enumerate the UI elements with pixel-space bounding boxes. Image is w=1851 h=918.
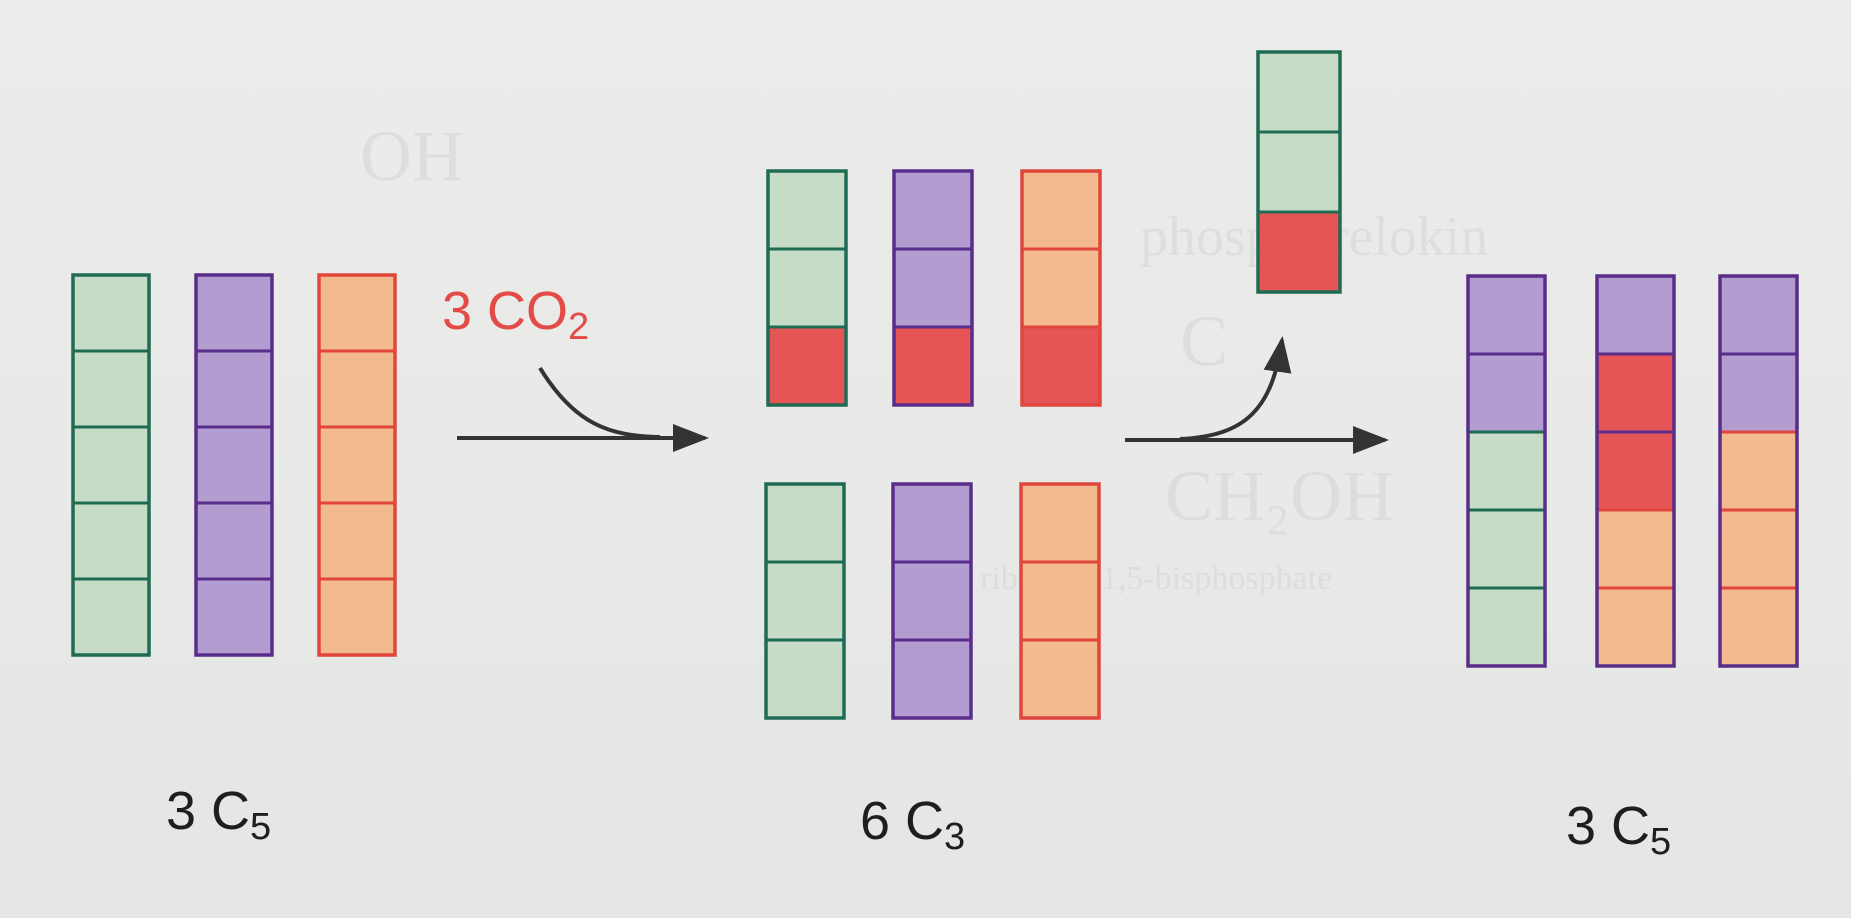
column-frame — [1466, 274, 1547, 668]
carbon-atom-orange — [317, 273, 397, 353]
column-frame — [892, 169, 974, 407]
carbon-atom-purple — [1466, 274, 1547, 356]
carbon-atom-orange — [317, 501, 397, 581]
column-frame — [1595, 274, 1676, 668]
carbon-column-mid-top-green — [766, 169, 848, 407]
carbon-atom-green — [71, 501, 151, 581]
carbon-atom-purple — [194, 577, 274, 657]
carbon-column-left-green — [71, 273, 151, 657]
carbon-atom-purple — [1718, 274, 1799, 356]
column-frame — [764, 482, 846, 720]
carbon-atom-orange — [1019, 638, 1101, 720]
carbon-atom-green — [764, 638, 846, 720]
carbon-atom-green — [71, 349, 151, 429]
carbon-atom-orange — [1718, 430, 1799, 512]
carbon-atom-green — [764, 482, 846, 564]
c3-output-curve — [1179, 336, 1292, 441]
carbon-atom-orange — [1020, 169, 1102, 251]
carbon-atom-orange — [1019, 482, 1101, 564]
carbon-atom-green — [764, 560, 846, 642]
column-frame — [1718, 274, 1799, 668]
carbon-column-mid-top-orange — [1020, 169, 1102, 407]
carbon-column-right-col-1 — [1466, 274, 1547, 668]
carbon-atom-green — [1466, 430, 1547, 512]
carbon-column-mid-bottom-green — [764, 482, 846, 720]
carbon-column-right-col-3 — [1718, 274, 1799, 668]
carbon-atom-purple — [194, 349, 274, 429]
carbon-atom-purple — [891, 482, 973, 564]
column-frame — [766, 169, 848, 407]
carbon-atom-orange — [1718, 508, 1799, 590]
column-frame — [1019, 482, 1101, 720]
carbon-atom-green — [1256, 50, 1342, 134]
background-text: OH — [360, 116, 464, 196]
carbon-atom-purple — [1718, 352, 1799, 434]
co2-label: 3 CO2 — [442, 281, 590, 348]
carbon-atom-orange — [1595, 586, 1676, 668]
carbon-atom-orange — [1019, 560, 1101, 642]
carbon-atom-green — [1256, 130, 1342, 214]
carbon-atom-purple — [194, 273, 274, 353]
carbon-atom-purple — [892, 247, 974, 329]
carbon-atom-red — [1595, 430, 1676, 512]
column-frame — [891, 482, 973, 720]
carbon-column-mid-top-purple — [892, 169, 974, 407]
carbon-atom-red — [892, 325, 974, 407]
middle-c3-label: 6 C3 — [860, 791, 966, 858]
carbon-atom-green — [766, 169, 848, 251]
carbon-atom-green — [71, 425, 151, 505]
carbon-atom-red — [1595, 352, 1676, 434]
carbon-atom-purple — [892, 169, 974, 251]
carbon-atom-purple — [891, 560, 973, 642]
carbon-atom-red — [1256, 210, 1342, 294]
carbon-atom-purple — [1595, 274, 1676, 356]
carbon-column-right-col-2 — [1595, 274, 1676, 668]
left-c5-label: 3 C5 — [166, 781, 272, 848]
right-c5-label: 3 C5 — [1566, 796, 1672, 863]
carbon-column-product-c3 — [1256, 50, 1342, 294]
carbon-column-mid-bottom-purple — [891, 482, 973, 720]
carbon-atom-orange — [317, 425, 397, 505]
carbon-atom-red — [766, 325, 848, 407]
co2-input-curve — [538, 366, 661, 439]
background-text: CH₂OH — [1165, 456, 1395, 536]
carbon-atom-purple — [891, 638, 973, 720]
column-frame — [317, 273, 397, 657]
carbon-column-mid-bottom-orange — [1019, 482, 1101, 720]
carbon-atom-purple — [194, 425, 274, 505]
carbon-atom-orange — [1718, 586, 1799, 668]
carbon-atom-red — [1020, 325, 1102, 407]
carbon-atom-orange — [1595, 508, 1676, 590]
carbon-atom-green — [766, 247, 848, 329]
carbon-atom-orange — [317, 577, 397, 657]
carbon-atom-green — [71, 577, 151, 657]
carbon-atom-green — [1466, 508, 1547, 590]
carbon-atom-green — [1466, 586, 1547, 668]
carbon-atom-orange — [317, 349, 397, 429]
column-frame — [194, 273, 274, 657]
carbon-atom-purple — [1466, 352, 1547, 434]
columns-layer — [71, 50, 1799, 720]
carbon-atom-purple — [194, 501, 274, 581]
carbon-column-left-orange — [317, 273, 397, 657]
carbon-atom-orange — [1020, 247, 1102, 329]
column-frame — [1256, 50, 1342, 294]
column-frame — [71, 273, 151, 657]
background-text: C — [1180, 301, 1229, 381]
carbon-atom-green — [71, 273, 151, 353]
column-frame — [1020, 169, 1102, 407]
carbon-column-left-purple — [194, 273, 274, 657]
